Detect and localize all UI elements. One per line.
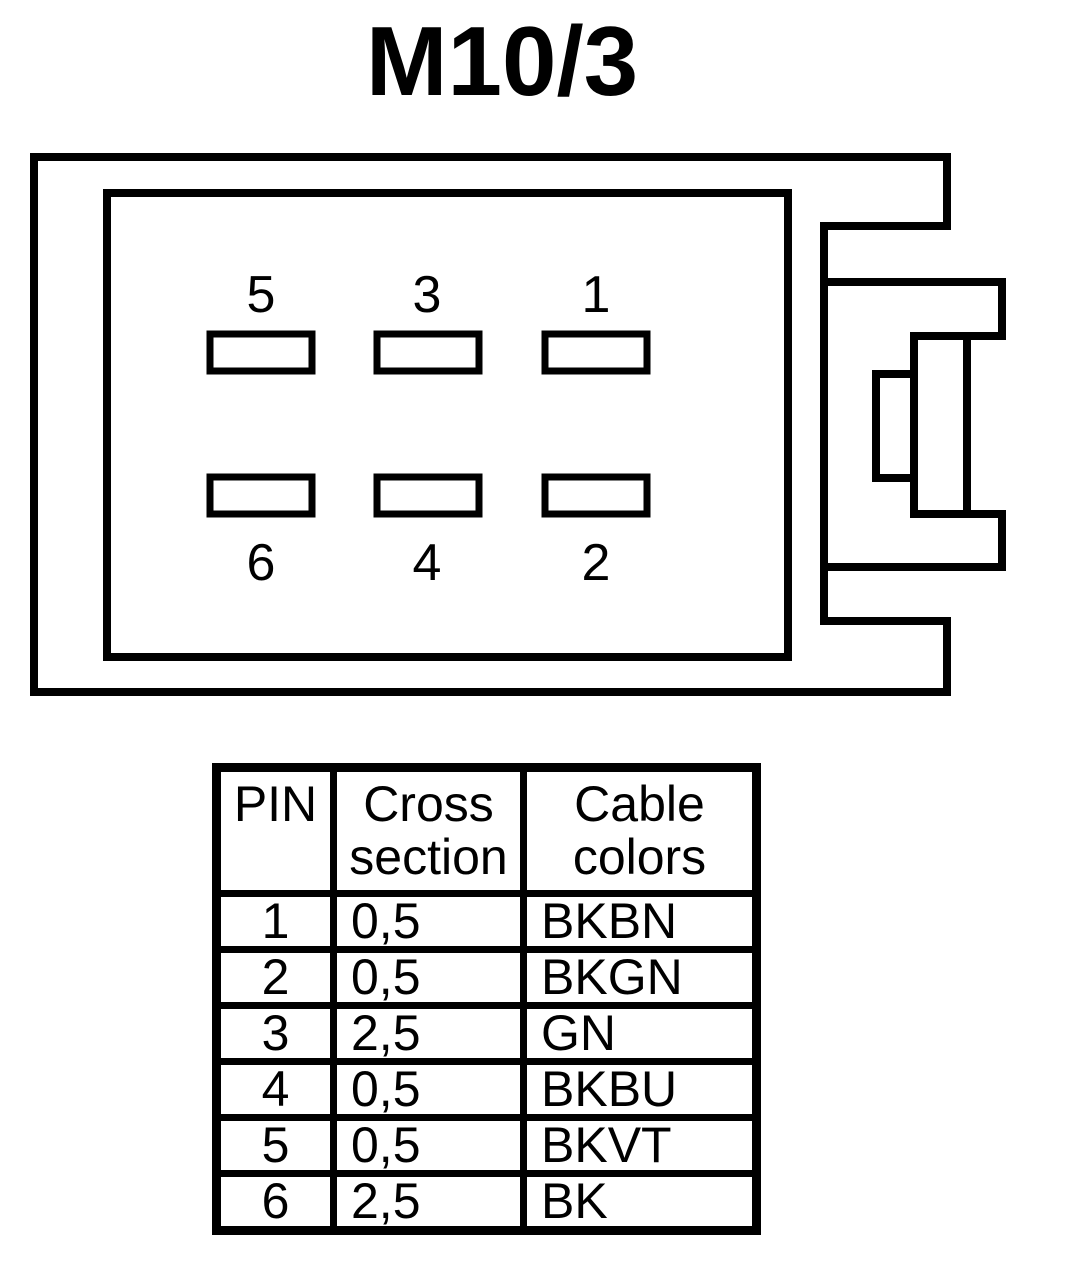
pin-slot-5 xyxy=(206,330,316,375)
header-cable-line2: colors xyxy=(572,829,707,885)
pin-label-1: 1 xyxy=(582,266,611,324)
table-row-pin-6: 6 2,5 BK xyxy=(213,1170,760,1234)
header-pin-label: PIN xyxy=(233,776,318,832)
pin-slot-4 xyxy=(373,473,483,518)
connector-inner-face xyxy=(103,189,792,661)
table-row-pin-2: 2 0,5 BKGN xyxy=(213,946,760,1009)
cross-section-cell: 0,5 xyxy=(330,1058,527,1121)
header-cable-colors: Cable colors xyxy=(520,764,760,897)
cable-color-cell: BKVT xyxy=(520,1114,760,1177)
header-cross-line1: Cross xyxy=(363,776,494,832)
cable-color-cell: BKBU xyxy=(520,1058,760,1121)
pin-cell: 1 xyxy=(213,890,337,953)
cable-color-cell: BK xyxy=(520,1170,760,1234)
pin-cell: 3 xyxy=(213,1002,337,1065)
pin-assignment-table: PIN Cross section Cable colors 1 0,5 BKB… xyxy=(212,763,761,1235)
header-cross-section: Cross section xyxy=(330,764,527,897)
pin-label-6: 6 xyxy=(247,534,276,592)
pin-label-4: 4 xyxy=(413,534,442,592)
header-pin: PIN xyxy=(213,764,337,897)
pin-slot-2 xyxy=(541,473,651,518)
pin-label-2: 2 xyxy=(582,534,611,592)
cable-color-cell: GN xyxy=(520,1002,760,1065)
cross-section-cell: 0,5 xyxy=(330,890,527,953)
pin-slot-6 xyxy=(206,473,316,518)
keying-lug xyxy=(872,370,918,482)
connector-diagram: 5 3 1 6 4 2 xyxy=(30,153,1006,696)
connector-title: M10/3 xyxy=(365,6,639,116)
table-row-pin-3: 3 2,5 GN xyxy=(213,1002,760,1065)
cross-section-cell: 0,5 xyxy=(330,946,527,1009)
pin-cell: 4 xyxy=(213,1058,337,1121)
table-row-pin-4: 4 0,5 BKBU xyxy=(213,1058,760,1121)
cable-color-cell: BKGN xyxy=(520,946,760,1009)
pin-label-5: 5 xyxy=(247,266,276,324)
pin-slot-3 xyxy=(373,330,483,375)
cross-section-cell: 2,5 xyxy=(330,1002,527,1065)
header-cross-line2: section xyxy=(349,829,508,885)
cross-section-cell: 2,5 xyxy=(330,1170,527,1234)
header-cable-line1: Cable xyxy=(574,776,705,832)
pin-label-3: 3 xyxy=(413,266,442,324)
table-row-pin-5: 5 0,5 BKVT xyxy=(213,1114,760,1177)
cable-color-cell: BKBN xyxy=(520,890,760,953)
table-row-pin-1: 1 0,5 BKBN xyxy=(213,890,760,953)
pin-cell: 5 xyxy=(213,1114,337,1177)
cross-section-cell: 0,5 xyxy=(330,1114,527,1177)
pin-cell: 6 xyxy=(213,1170,337,1234)
table-header-row: PIN Cross section Cable colors xyxy=(213,764,760,897)
pin-cell: 2 xyxy=(213,946,337,1009)
pin-slot-1 xyxy=(541,330,651,375)
